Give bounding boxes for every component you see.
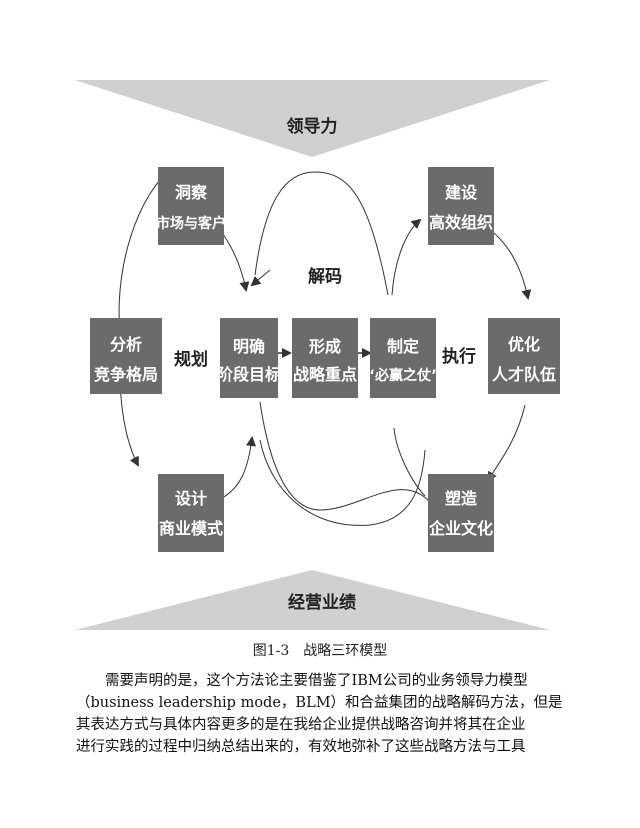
box-insight-line2: 市场与客户 (156, 215, 226, 232)
figure-caption: 图1-3 战略三环模型 (252, 643, 388, 659)
box-insight-line1: 洞察 (175, 183, 208, 202)
box-design-line1: 设计 (175, 489, 207, 508)
decoding-arrow-to-clarify (250, 269, 271, 287)
box-form-line1: 形成 (309, 337, 341, 356)
box-analyze-line2: 竞争格局 (94, 365, 158, 384)
leadership-label: 领导力 (287, 116, 338, 137)
paragraph-line-3: 其表达方式与具体内容更多的是在我给企业提供战略咨询并将其在企业 (76, 717, 526, 733)
box-clarify-line2: 阶段目标 (217, 365, 281, 384)
execution-ring-top-right (489, 229, 532, 300)
box-define-line1: 制定 (387, 337, 419, 356)
decoding-ring-lower-right (259, 439, 426, 526)
paragraph-line-2: （business leadership mode，BLM）和合益集团的战略解码… (76, 695, 563, 711)
execution-ring-bottom-left (393, 427, 426, 497)
paragraph-line-1: 需要声明的是，这个方法论主要借鉴了IBM公司的业务领导力模型 (105, 673, 528, 689)
planning-ring-top-left (118, 171, 168, 333)
planning-label: 规划 (174, 349, 208, 370)
box-define: 制定 “必赢之仗” (366, 318, 440, 398)
paragraph-line-4: 进行实践的过程中归纳总结出来的，有效地弥补了这些战略方法与工具 (76, 739, 526, 755)
performance-banner (75, 570, 550, 630)
box-optimize-line1: 优化 (508, 335, 540, 354)
box-design-line2: 商业模式 (159, 519, 223, 538)
box-clarify: 明确 阶段目标 (217, 318, 281, 398)
box-build-line1: 建设 (445, 183, 478, 202)
performance-label: 经营业绩 (288, 592, 356, 613)
box-shape-line1: 塑造 (445, 489, 478, 508)
body-paragraph: 需要声明的是，这个方法论主要借鉴了IBM公司的业务领导力模型 （business… (76, 670, 566, 758)
execution-ring-top-left (391, 218, 422, 296)
box-design: 设计 商业模式 (158, 474, 224, 552)
box-optimize: 优化 人才队伍 (488, 318, 560, 394)
box-shape-line2: 企业文化 (428, 519, 493, 538)
box-analyze-line1: 分析 (110, 335, 142, 354)
box-define-line2: “必赢之仗” (366, 367, 440, 384)
decoding-label: 解码 (308, 266, 342, 287)
box-form: 形成 战略重点 (292, 318, 358, 398)
strategy-three-ring-diagram: 领导力 经营业绩 洞察 市场与客户 分析 竞争格局 设计 商业模式 规划 明确 … (70, 70, 570, 633)
leadership-banner (75, 80, 550, 157)
decoding-ring-lower-left (259, 401, 431, 511)
execution-label: 执行 (442, 346, 476, 367)
box-build: 建设 高效组织 (428, 167, 494, 245)
box-optimize-line2: 人才队伍 (492, 365, 556, 384)
box-form-line2: 战略重点 (293, 365, 357, 384)
box-shape: 塑造 企业文化 (428, 474, 494, 552)
execution-ring-bottom-right (486, 404, 526, 482)
box-analyze: 分析 竞争格局 (90, 318, 162, 394)
box-insight: 洞察 市场与客户 (156, 167, 226, 245)
decoding-ring-upper (254, 171, 389, 296)
box-build-line2: 高效组织 (429, 213, 493, 232)
diagram-canvas: 领导力 经营业绩 洞察 市场与客户 分析 竞争格局 设计 商业模式 规划 明确 … (75, 80, 560, 630)
box-clarify-line1: 明确 (233, 337, 265, 356)
